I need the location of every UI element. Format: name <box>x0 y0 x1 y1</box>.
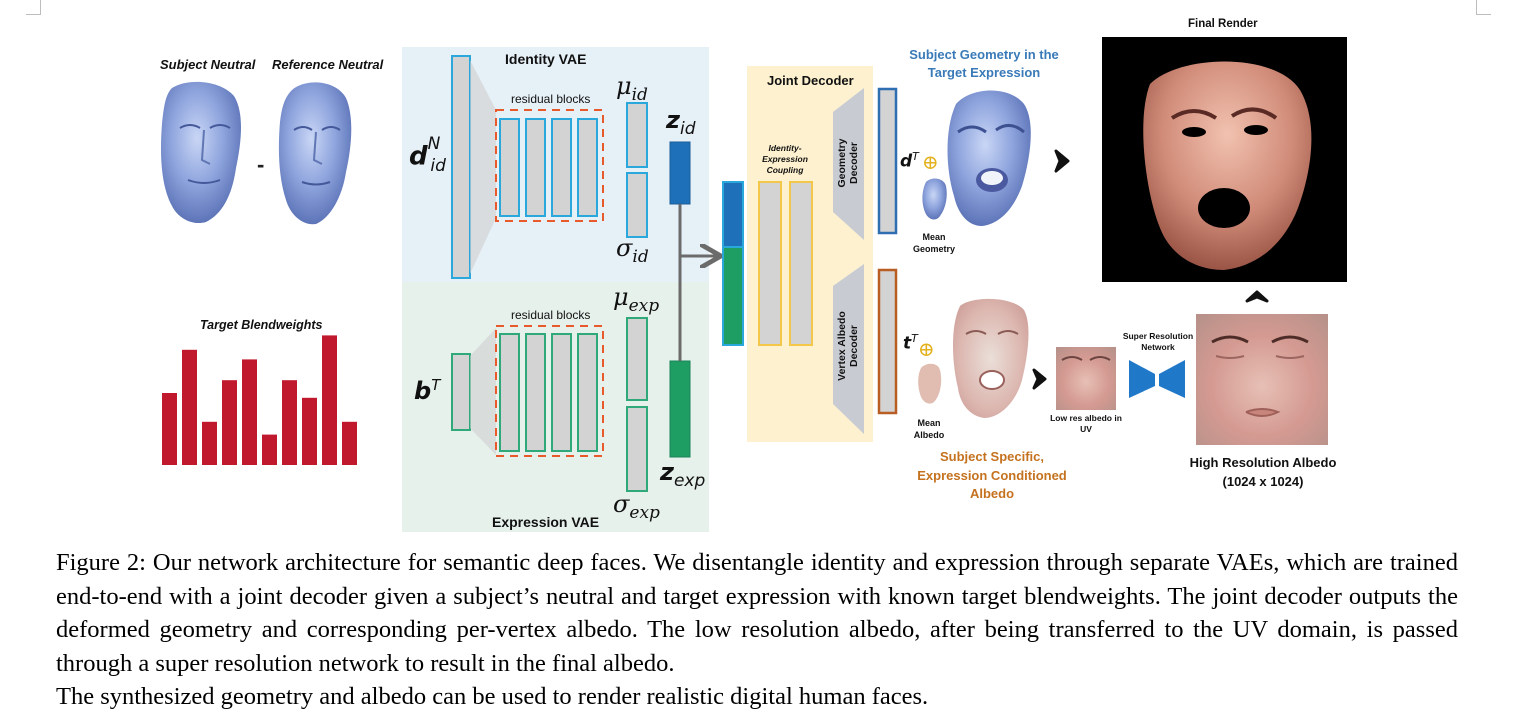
expression-input-layer <box>451 353 471 431</box>
blendweight-bar <box>242 359 257 465</box>
identity-input-layer <box>451 55 471 279</box>
high-res-mouth <box>1245 408 1281 417</box>
blendweight-bar <box>282 380 297 465</box>
high-res-brows <box>1211 335 1309 344</box>
mean-albedo-face <box>918 363 942 404</box>
coupling-layer <box>789 181 813 346</box>
expression-res-block <box>499 333 520 452</box>
high-resolution-albedo-image <box>1196 314 1328 445</box>
low-res-brow <box>1061 356 1111 361</box>
reference-neutral-face <box>278 82 352 225</box>
mean-geometry-face <box>922 178 947 220</box>
z-id-latent <box>669 141 691 205</box>
d-t-symbol: dT <box>900 150 919 172</box>
low-res-albedo-image <box>1056 347 1116 410</box>
joint-decoder-label: Joint Decoder <box>767 73 854 88</box>
identity-res-block <box>551 118 572 217</box>
corner-mark-left <box>26 0 41 15</box>
expression-res-block <box>551 333 572 452</box>
mu-exp-layer <box>626 317 648 401</box>
b-symbol: bT <box>414 376 441 405</box>
final-render-label: Final Render <box>1188 18 1258 30</box>
identity-residual-frame <box>495 109 604 222</box>
expression-vae-label: Expression VAE <box>492 514 600 530</box>
mu-id-symbol: μid <box>616 72 648 105</box>
blendweight-bar <box>202 421 217 465</box>
blendweight-bar <box>162 393 177 465</box>
z-exp-symbol: zexp <box>660 458 706 491</box>
high-resolution-size-label: (1024 x 1024) <box>1222 474 1304 489</box>
sigma-id-symbol: σid <box>616 234 649 267</box>
geometry-decoder-label: Geometry Decoder <box>836 138 860 188</box>
blendweight-bar <box>182 349 197 465</box>
target-blendweights-label: Target Blendweights <box>200 318 323 332</box>
concatenated-latent-exp <box>722 246 744 346</box>
t-t-symbol: tT <box>903 332 918 354</box>
subject-geometry-label: Subject Geometry in the Target Expressio… <box>909 47 1059 80</box>
albedo-output-layer <box>877 268 898 415</box>
chevron-up-icon <box>1245 290 1269 303</box>
albedo-decoder-funnel <box>833 264 864 434</box>
expression-encoder-funnel <box>470 328 496 455</box>
caption-last-line: The synthesized geometry and albedo can … <box>56 683 929 711</box>
expression-res-block <box>577 333 598 452</box>
geometry-output-layer <box>877 87 898 235</box>
final-render-face <box>1143 61 1312 270</box>
reference-neutral-label: Reference Neutral <box>272 57 384 72</box>
identity-vae-label: Identity VAE <box>505 51 587 67</box>
sigma-exp-symbol: σexp <box>613 490 660 523</box>
subject-neutral-label: Subject Neutral <box>160 57 256 72</box>
super-resolution-encoder <box>1129 360 1155 398</box>
blendweight-bar <box>302 397 317 465</box>
blendweight-bar <box>222 380 237 465</box>
subject-specific-albedo-label: Subject Specific, Expression Conditioned… <box>917 449 1067 501</box>
minus-sign: - <box>257 152 264 177</box>
blendweight-bar <box>342 421 357 465</box>
oplus-geometry-icon: ⊕ <box>922 150 939 174</box>
vertex-albedo-decoder-label: Vertex Albedo Decoder <box>836 311 860 381</box>
coupling-layer <box>758 181 782 346</box>
blendweight-bar <box>322 335 337 465</box>
super-resolution-decoder <box>1159 360 1185 398</box>
subject-neutral-face <box>161 81 241 224</box>
identity-encoder-funnel <box>470 60 496 274</box>
sigma-id-layer <box>626 172 648 238</box>
mean-geometry-label: Mean Geometry <box>912 232 956 254</box>
corner-mark-right <box>1476 0 1491 15</box>
oplus-albedo-icon: ⊕ <box>918 337 935 361</box>
mu-id-layer <box>626 102 648 168</box>
subject-albedo-face <box>953 298 1029 418</box>
low-res-albedo-label: Low res albedo in UV <box>1050 413 1122 434</box>
mu-exp-symbol: μexp <box>613 283 660 316</box>
blendweight-bar <box>262 434 277 465</box>
identity-expression-coupling-label: Identity-Expression Coupling <box>762 143 808 175</box>
chevron-right-icon <box>1054 149 1070 173</box>
z-id-symbol: zid <box>666 106 696 139</box>
residual-blocks-bottom-label: residual blocks <box>511 308 591 322</box>
high-resolution-albedo-label: High Resolution Albedo <box>1189 455 1337 470</box>
caption-text: Figure 2: Our network architecture for s… <box>56 549 1458 677</box>
concatenated-latent-id <box>722 181 744 248</box>
identity-res-block <box>499 118 520 217</box>
subject-geometry-face <box>947 90 1031 226</box>
blendweight-bars <box>162 335 357 465</box>
super-resolution-label: Super Resolution Network <box>1122 331 1194 352</box>
sigma-exp-layer <box>626 406 648 492</box>
d-id-symbol: dNid <box>409 134 446 176</box>
expression-res-block <box>525 333 546 452</box>
identity-res-block <box>525 118 546 217</box>
figure-caption: Figure 2: Our network architecture for s… <box>56 546 1458 714</box>
latent-connector <box>678 204 718 361</box>
geometry-decoder-funnel <box>833 88 864 240</box>
mean-albedo-label: Mean Albedo <box>913 418 945 440</box>
residual-blocks-top-label: residual blocks <box>511 92 591 106</box>
z-exp-latent <box>669 360 691 458</box>
identity-res-block <box>577 118 598 217</box>
expression-residual-frame <box>495 325 604 457</box>
chevron-right-icon <box>1032 368 1047 390</box>
high-res-eyes <box>1215 355 1305 359</box>
